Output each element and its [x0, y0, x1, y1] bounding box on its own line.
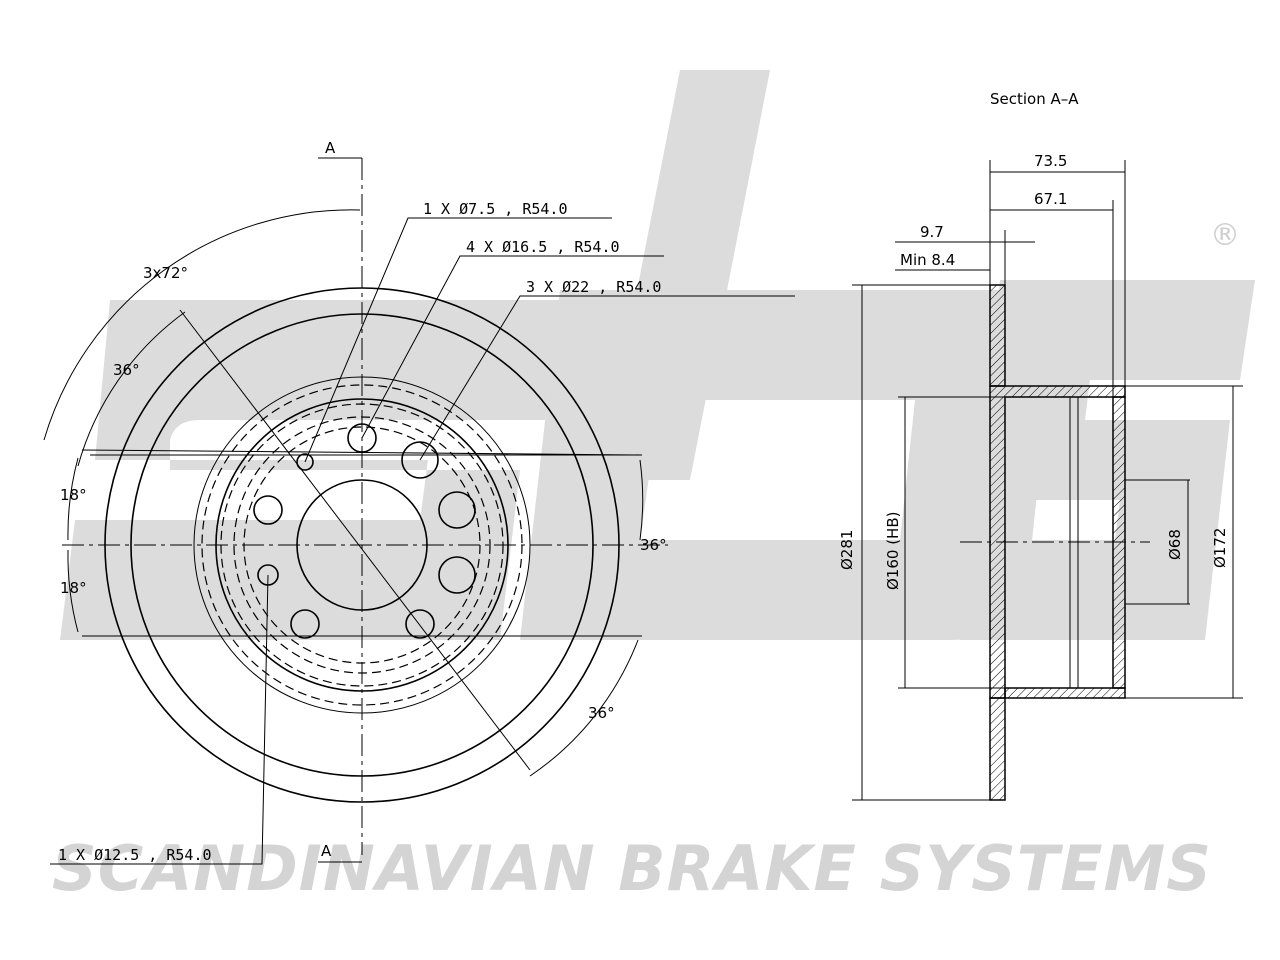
- arc-3x72: [43, 209, 361, 441]
- section-marker-top: A: [325, 139, 336, 157]
- registered-mark: ®: [1210, 218, 1240, 253]
- arc-36-right: [639, 459, 644, 541]
- leader-medium-hole: [50, 574, 269, 865]
- large-hole-1: [401, 441, 439, 479]
- large-hole-2: [438, 491, 476, 529]
- angle-18-lower-label: 18°: [60, 579, 87, 597]
- rim-bottom-hatch: [989, 697, 1006, 801]
- bolt-hole-3: [290, 609, 320, 639]
- angle-36-left-label: 36°: [113, 361, 140, 379]
- friction-ring-inner: [130, 313, 594, 777]
- dim-center-bore: Ø68: [1166, 529, 1184, 560]
- section-view: [852, 160, 1243, 801]
- leader-small-hole: [304, 217, 612, 463]
- bolt-hole-2: [405, 609, 435, 639]
- callout-large-holes: 3 X Ø22 , R54.0: [526, 278, 661, 296]
- arc-36-bottom: [529, 639, 639, 777]
- hat-dashed-3: [233, 416, 491, 674]
- front-view: [43, 157, 795, 865]
- arc-18-upper: [67, 457, 79, 541]
- bolt-hole-4: [253, 495, 283, 525]
- callout-bolt-holes: 4 X Ø16.5 , R54.0: [466, 238, 620, 256]
- angle-36-right-label: 36°: [640, 536, 667, 554]
- section-marker-bottom: A: [321, 842, 332, 860]
- dim-hat-depth: 67.1: [1034, 190, 1067, 208]
- rim-top-hatch: [989, 284, 1006, 387]
- hat-dashed-2: [220, 403, 504, 687]
- hat-circle: [215, 398, 509, 692]
- outer-disc-circle: [104, 287, 620, 803]
- hat-circle-outer: [193, 376, 531, 714]
- dim-drum-diameter: Ø160 (HB): [884, 512, 902, 590]
- leader-large-holes: [419, 295, 795, 461]
- arc-18-lower: [67, 549, 79, 633]
- arc-36-left: [77, 311, 186, 467]
- center-bore: [296, 479, 428, 611]
- hat-bottom-hatch: [1004, 687, 1126, 699]
- large-hole-3: [438, 556, 476, 594]
- section-title: Section A–A: [990, 90, 1079, 108]
- callout-medium-hole: 1 X Ø12.5 , R54.0: [58, 846, 212, 864]
- angle-18-upper-label: 18°: [60, 486, 87, 504]
- hat-dashed-4: [243, 426, 481, 664]
- hub-face-hatch: [1112, 396, 1126, 689]
- sbs-watermark-logo: [60, 70, 1255, 640]
- leader-bolt-holes: [361, 255, 664, 439]
- dim-thickness: 9.7: [920, 223, 944, 241]
- dim-min-thickness: Min 8.4: [900, 251, 955, 269]
- brand-tagline: SCANDINAVIAN BRAKE SYSTEMS: [52, 832, 1212, 905]
- callout-small-hole: 1 X Ø7.5 , R54.0: [423, 200, 568, 218]
- dim-hub-diameter: Ø172: [1211, 528, 1229, 568]
- hat-dashed-1: [201, 384, 523, 706]
- bolt-hole-1: [347, 423, 377, 453]
- angle-pattern-label: 3x72°: [143, 264, 188, 282]
- dim-outer-diameter: Ø281: [838, 530, 856, 570]
- dim-overall-height: 73.5: [1034, 152, 1067, 170]
- angle-36-bottom-label: 36°: [588, 704, 615, 722]
- hole-7-5: [296, 453, 314, 471]
- radial-line-diagonal: [179, 309, 531, 771]
